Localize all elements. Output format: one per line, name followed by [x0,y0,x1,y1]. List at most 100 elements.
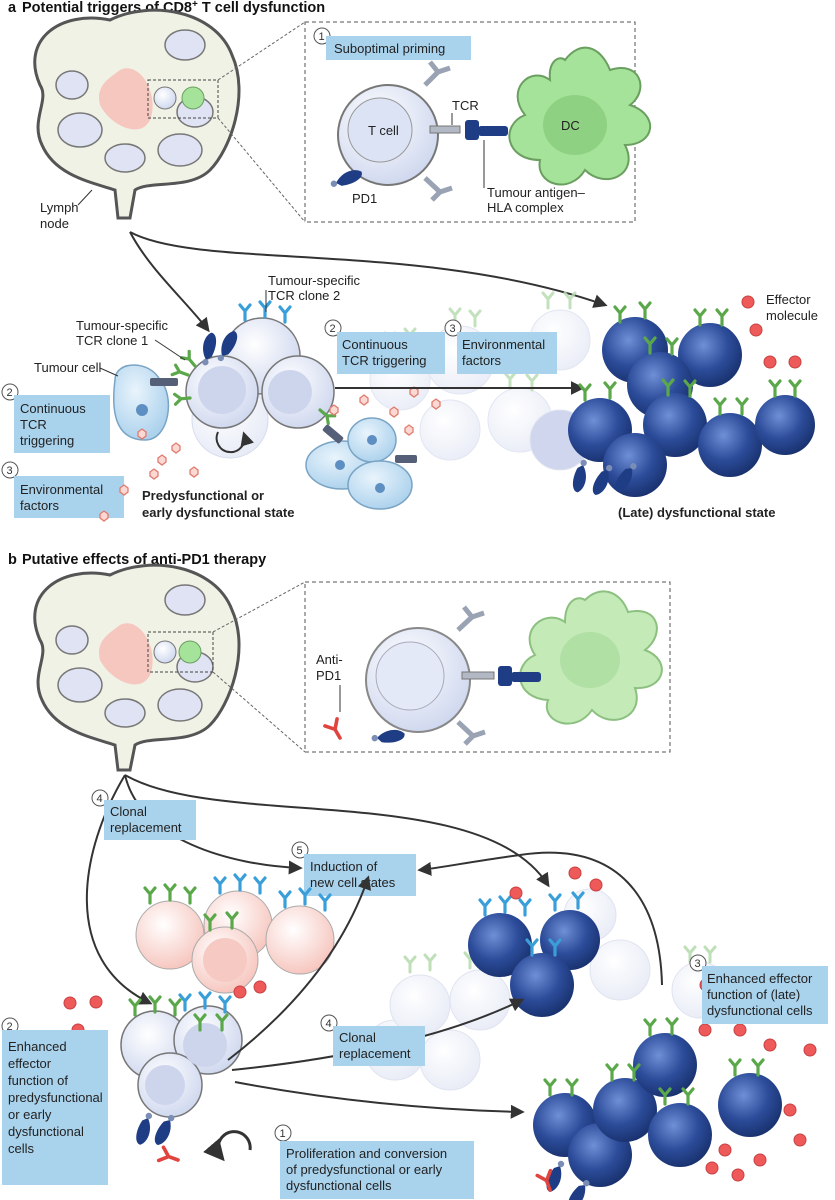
lymph-node-a [33,8,306,223]
panel-a-letter: a [8,0,17,16]
tumour-cell-cluster [305,417,417,510]
enhanced-pre-5: or early [8,1107,52,1122]
anti-pd1-label-2: PD1 [316,668,341,683]
predysfunctional-cluster-b [120,991,252,1169]
step-3-number-mid: 3 [450,323,456,335]
continuous-mid-2: TCR triggering [342,353,427,368]
enhanced-predys-box [2,1030,108,1185]
continuous-tcr-box-left [14,395,110,453]
step-2-number-mid: 2 [330,323,336,335]
environmental-factor-hexagons [99,386,441,522]
env-mid-1: Environmental [462,337,545,352]
enhanced-pre-2: effector [8,1056,52,1071]
late-state-label: (Late) dysfunctional state [618,505,775,520]
prolif-2: of predysfunctional or early [286,1162,443,1177]
effector-label-1: Effector [766,292,811,307]
clonal-top-2: replacement [110,820,182,835]
enhanced-pre-6: dysfunctional [8,1124,84,1139]
env-left-1: Environmental [20,482,103,497]
arrow-node-to-induction-left [124,774,303,875]
clone1-label-2: TCR clone 1 [76,333,148,348]
continuous-tcr-box-mid [337,332,445,374]
panel-b-letter: b [8,552,17,568]
arrow-node-to-late [129,231,608,308]
late-dysfunctional-cluster-a [568,301,815,497]
late-dysfunctional-cluster-b [533,1017,782,1200]
new-state-cells [135,873,335,994]
tcr-label: TCR [452,98,479,113]
dc-cell-b [519,590,663,725]
tumour-cell-left [113,364,178,441]
clonal-replacement-cells [468,891,600,1017]
continuous-mid-1: Continuous [342,337,408,352]
dc-cell [508,46,651,186]
environmental-box-left [14,476,124,518]
tcr-complex [423,60,508,202]
clonal-replacement-box-top [104,800,196,840]
enhanced-pre-3: function of [8,1073,68,1088]
arrow-late-to-induction [417,851,663,986]
enhanced-late-2: function of (late) [707,987,800,1002]
clone1-label-1: Tumour-specific [76,318,168,333]
continuous-left-1: Continuous [20,401,86,416]
enhanced-pre-1: Enhanced [8,1039,67,1054]
clonal-replacement-box-mid [333,1026,425,1066]
clonal-mid-2: replacement [339,1046,411,1061]
clonal-top-1: Clonal [110,804,147,819]
continuous-left-3: triggering [20,433,74,448]
lymph-node-label-2: node [40,216,69,231]
step-1-number-b: 1 [280,1128,286,1140]
step-1-number: 1 [319,31,325,43]
step-2-number-left: 2 [7,387,13,399]
enhanced-pre-7: cells [8,1141,35,1156]
suboptimal-priming-label: Suboptimal priming [334,41,445,56]
effector-molecules-a [741,295,802,369]
enhanced-late-3: dysfunctional cells [707,1003,813,1018]
suboptimal-priming-box [326,36,471,60]
step-4-number-top: 4 [97,793,103,805]
anti-pd1-label-1: Anti- [316,652,343,667]
arrow-predys-to-late-b [234,1081,525,1119]
effector-molecules-b-top [63,866,603,1037]
enhanced-late-box [702,966,828,1024]
clone2-label-2: TCR clone 2 [268,288,340,303]
effector-label-2: molecule [766,308,818,323]
induction-2: new cell states [310,875,396,890]
predys-state-label-1: Predysfunctional or [142,488,264,503]
t-cell-primed [337,84,439,186]
antigen-label-2: HLA complex [487,200,564,215]
pd1-label: PD1 [352,191,377,206]
step-3-number-left: 3 [7,465,13,477]
induction-1: Induction of [310,859,378,874]
step-4-number-mid: 4 [326,1018,332,1030]
lymph-node-b [33,563,306,772]
t-cell-label: T cell [368,123,399,138]
enhanced-pre-4: predysfunctional [8,1090,103,1105]
predysfunctional-cluster-a [170,300,337,459]
arrow-node-to-predys [129,231,210,333]
env-mid-2: factors [462,353,502,368]
t-cell-b [365,605,541,746]
step-5-number: 5 [297,845,303,857]
arrow-predys-to-induction [227,875,371,1061]
proliferation-box [280,1141,474,1199]
dc-label: DC [561,118,580,133]
step-3-circle-left [1,461,19,479]
enhanced-late-1: Enhanced effector [707,971,813,986]
prolif-1: Proliferation and conversion [286,1146,447,1161]
tumour-cell-label: Tumour cell [34,360,102,375]
panel-b-title: Putative effects of anti-PD1 therapy [22,552,266,568]
continuous-left-2: TCR [20,417,47,432]
clonal-mid-1: Clonal [339,1030,376,1045]
antigen-label-1: Tumour antigen– [487,185,586,200]
prolif-3: dysfunctional cells [286,1178,392,1193]
environmental-box-mid [457,332,557,374]
lymph-node-label-1: Lymph [40,200,79,215]
step-3-number-b: 3 [695,958,701,970]
step-2-number-b: 2 [7,1021,13,1033]
transitional-cells-a [369,291,591,471]
clone2-label-1: Tumour-specific [268,273,360,288]
predys-state-label-2: early dysfunctional state [142,505,294,520]
